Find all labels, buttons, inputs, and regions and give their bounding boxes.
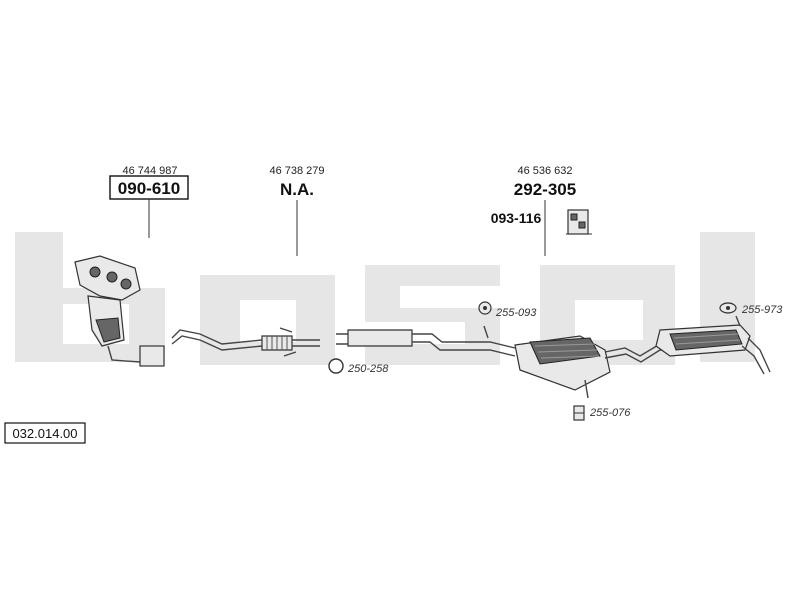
rubber-mount-part: 255-093 xyxy=(478,301,537,319)
hanger-part: 255-973 xyxy=(719,302,783,316)
diagram-id: 032.014.00 xyxy=(4,422,86,444)
callout-front-section: 46 744 987 090-610 xyxy=(109,165,189,238)
part-number-front[interactable]: 090-610 xyxy=(118,179,180,198)
manifold-catalyst xyxy=(74,255,165,367)
sub-part-number[interactable]: 093-116 xyxy=(491,210,542,226)
oem-number-front: 46 744 987 xyxy=(122,165,177,177)
mounting-kit-icon xyxy=(566,209,592,235)
clamp-icon xyxy=(328,358,344,374)
center-pipe-resonator xyxy=(336,325,516,357)
ref-rubber-mount[interactable]: 255-093 xyxy=(495,307,537,319)
oem-number-rear: 46 536 632 xyxy=(517,165,572,177)
diagram-id-label: 032.014.00 xyxy=(12,426,77,441)
watermark-logo xyxy=(15,232,755,365)
ref-bracket[interactable]: 255-076 xyxy=(589,407,631,419)
exhaust-system: 250-258 255-093 255 xyxy=(74,255,783,421)
ref-clamp[interactable]: 250-258 xyxy=(347,363,389,375)
callout-rear-section: 46 536 632 292-305 093-116 xyxy=(491,165,592,256)
rear-silencer xyxy=(655,315,771,375)
main-silencer xyxy=(514,335,680,399)
part-number-rear[interactable]: 292-305 xyxy=(514,180,576,199)
callout-middle-section: 46 738 279 N.A. xyxy=(269,165,325,256)
oem-number-middle: 46 738 279 xyxy=(269,165,324,177)
diagram-id-box xyxy=(4,422,86,444)
bracket-part: 255-076 xyxy=(573,405,631,421)
clamp-part: 250-258 xyxy=(328,358,389,375)
part-number-middle[interactable]: N.A. xyxy=(280,180,314,199)
front-pipe xyxy=(171,327,320,357)
ref-hanger-label[interactable]: 255-973 xyxy=(741,304,783,316)
